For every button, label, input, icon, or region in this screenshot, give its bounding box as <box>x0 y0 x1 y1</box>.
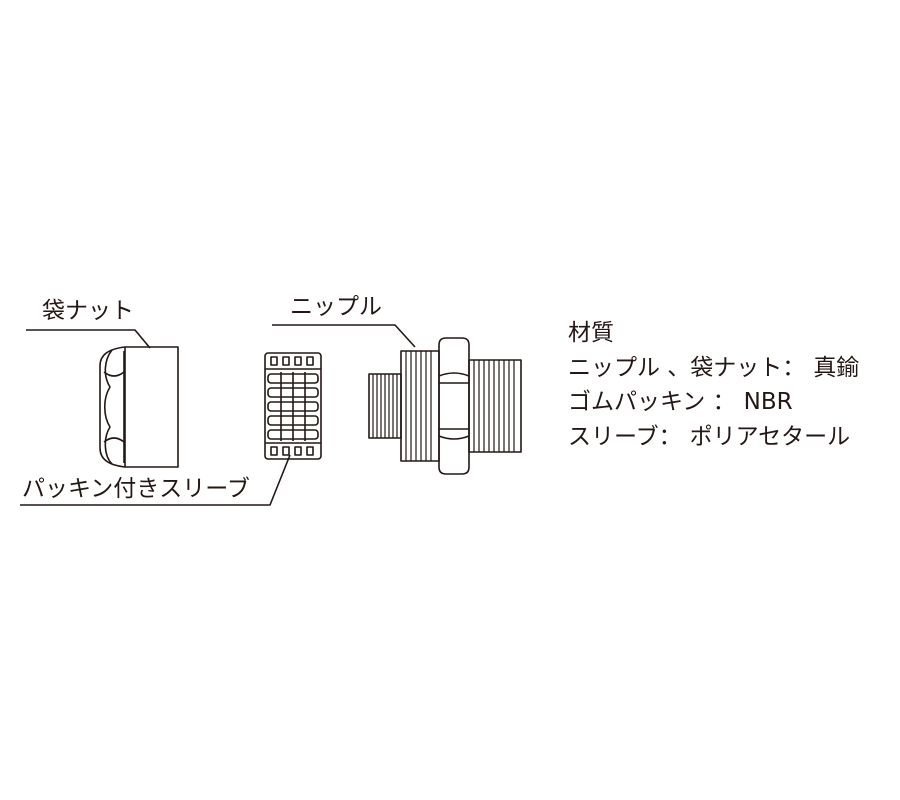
materials-value: NBR <box>743 389 793 415</box>
leader-line-nipple <box>272 324 416 348</box>
materials-part: ゴムパッキン ： <box>568 389 736 415</box>
nipple-label: ニップル <box>290 294 382 320</box>
materials-part: スリーブ： <box>568 423 682 450</box>
sleeve-part <box>264 352 322 460</box>
materials-legend: 材質 ニップル 、袋ナット： 真鍮 ゴムパッキン ： NBR スリーブ： ポリアセター… <box>568 316 859 454</box>
materials-value: ポリアセタール <box>689 423 851 450</box>
sleeve-label: パッキン付きスリーブ <box>22 476 250 502</box>
nipple-part <box>368 337 522 475</box>
materials-row: スリーブ： ポリアセタール <box>568 420 859 455</box>
cap-nut-label: 袋ナット <box>42 298 134 324</box>
materials-heading: 材質 <box>568 320 614 346</box>
cap-nut-part <box>99 346 179 468</box>
materials-row: ゴムパッキン ： NBR <box>568 385 859 420</box>
materials-row: ニップル 、袋ナット： 真鍮 <box>568 351 859 386</box>
leader-line-sleeve <box>20 454 291 506</box>
materials-part: ニップル 、袋ナット： <box>568 354 806 381</box>
materials-value: 真鍮 <box>813 354 860 381</box>
leader-line-nut <box>26 329 151 349</box>
